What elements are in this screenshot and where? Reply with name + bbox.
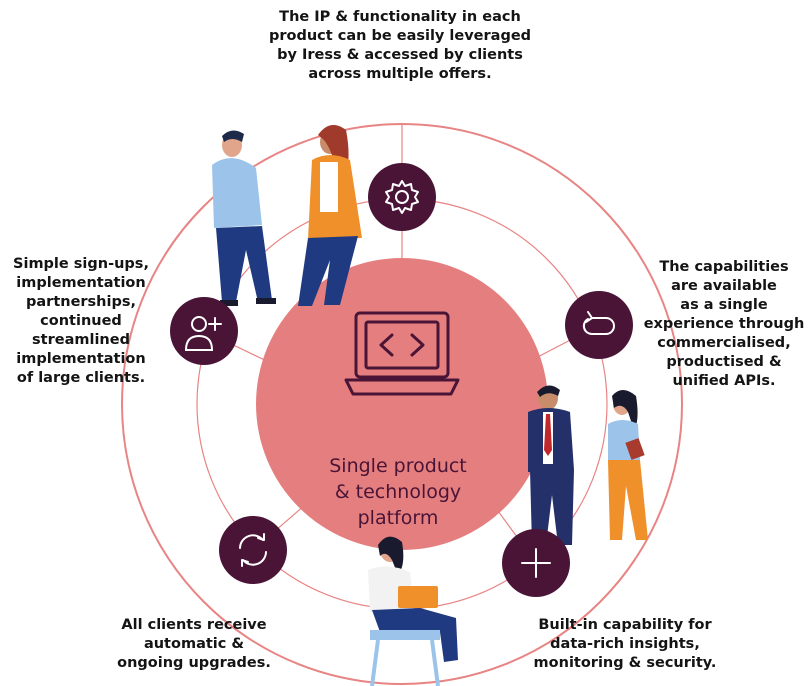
caption-line: implementation [16, 351, 146, 367]
caption-line: The IP & functionality in each [279, 9, 521, 25]
caption-line: streamlined [32, 332, 130, 348]
center-title-line: platform [357, 507, 439, 529]
caption-line: ongoing upgrades. [117, 655, 271, 671]
caption-line: unified APIs. [672, 373, 776, 389]
caption-line: All clients receive [121, 617, 267, 633]
sync-icon [239, 533, 267, 567]
caption-line: are available [671, 278, 777, 294]
caption-bottom-left: All clients receive automatic & ongoing … [104, 616, 284, 673]
caption-line: data-rich insights, [550, 636, 700, 652]
plus-icon [521, 548, 551, 578]
caption-line: experience through [643, 316, 805, 332]
center-circle [256, 258, 548, 550]
refresh-arrow-icon [582, 311, 615, 336]
people-illustration-top-left [212, 125, 362, 306]
node-left [170, 297, 238, 365]
caption-line: partnerships, [26, 294, 136, 310]
caption-line: commercialised, [657, 335, 791, 351]
caption-line: Simple sign-ups, [13, 256, 149, 272]
caption-line: monitoring & security. [533, 655, 717, 671]
caption-top: The IP & functionality in each product c… [250, 8, 550, 84]
caption-line: automatic & [143, 636, 245, 652]
caption-line: The capabilities [659, 259, 789, 275]
node-top [368, 163, 436, 231]
center-title: Single product & technology platform [300, 453, 496, 531]
people-illustration-right [528, 385, 648, 545]
caption-line: productised & [666, 354, 782, 370]
caption-bottom-right: Built-in capability for data-rich insigh… [520, 616, 730, 673]
caption-line: product can be easily leveraged [268, 28, 532, 44]
person-illustration-bottom [368, 536, 458, 686]
center-title-line: & technology [334, 481, 462, 503]
caption-left: Simple sign-ups, implementation partners… [6, 255, 156, 388]
caption-line: of large clients. [16, 370, 146, 386]
gear-icon [385, 180, 419, 214]
node-right [565, 291, 633, 359]
add-user-icon [184, 316, 222, 351]
caption-line: Built-in capability for [538, 617, 712, 633]
caption-line: implementation [16, 275, 146, 291]
center-title-line: Single product [329, 455, 467, 477]
laptop-code-icon [344, 311, 460, 396]
caption-line: as a single [680, 297, 768, 313]
caption-line: across multiple offers. [308, 66, 492, 82]
node-bottom-left [219, 516, 287, 584]
caption-line: continued [40, 313, 122, 329]
caption-line: by Iress & accessed by clients [277, 47, 523, 63]
node-bottom-right [502, 529, 570, 597]
caption-right: The capabilities are available as a sing… [640, 258, 808, 391]
